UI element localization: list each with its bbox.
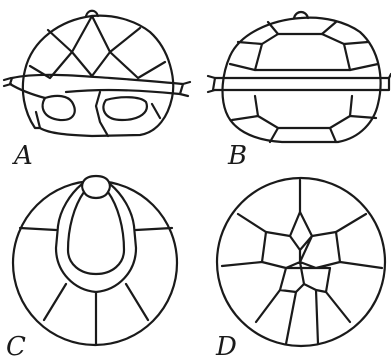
panel-label-d: D xyxy=(216,334,237,360)
panel-b-cingulum xyxy=(213,78,389,90)
panel-d-drawing xyxy=(217,178,385,346)
panel-c-apical-plate xyxy=(68,192,124,274)
panel-a-sulcus-right xyxy=(103,97,146,120)
panel-label-b: B xyxy=(228,143,247,169)
panel-a-drawing xyxy=(4,11,190,136)
panel-b-outline xyxy=(223,18,381,142)
panel-a-cingulum xyxy=(10,75,183,98)
panel-label-a: A xyxy=(14,143,33,169)
panel-b-epitheca-inner xyxy=(255,34,350,70)
panel-label-c: C xyxy=(6,334,26,360)
panel-b-drawing xyxy=(208,12,391,142)
panel-c-drawing xyxy=(13,176,177,345)
panel-c-notch xyxy=(82,176,110,198)
panel-b-hypotheca-inner xyxy=(255,96,352,128)
panel-a-sulcus-left xyxy=(43,96,75,120)
panel-a-epitheca-sutures xyxy=(30,16,165,78)
panel-d-central-plates xyxy=(262,212,340,292)
